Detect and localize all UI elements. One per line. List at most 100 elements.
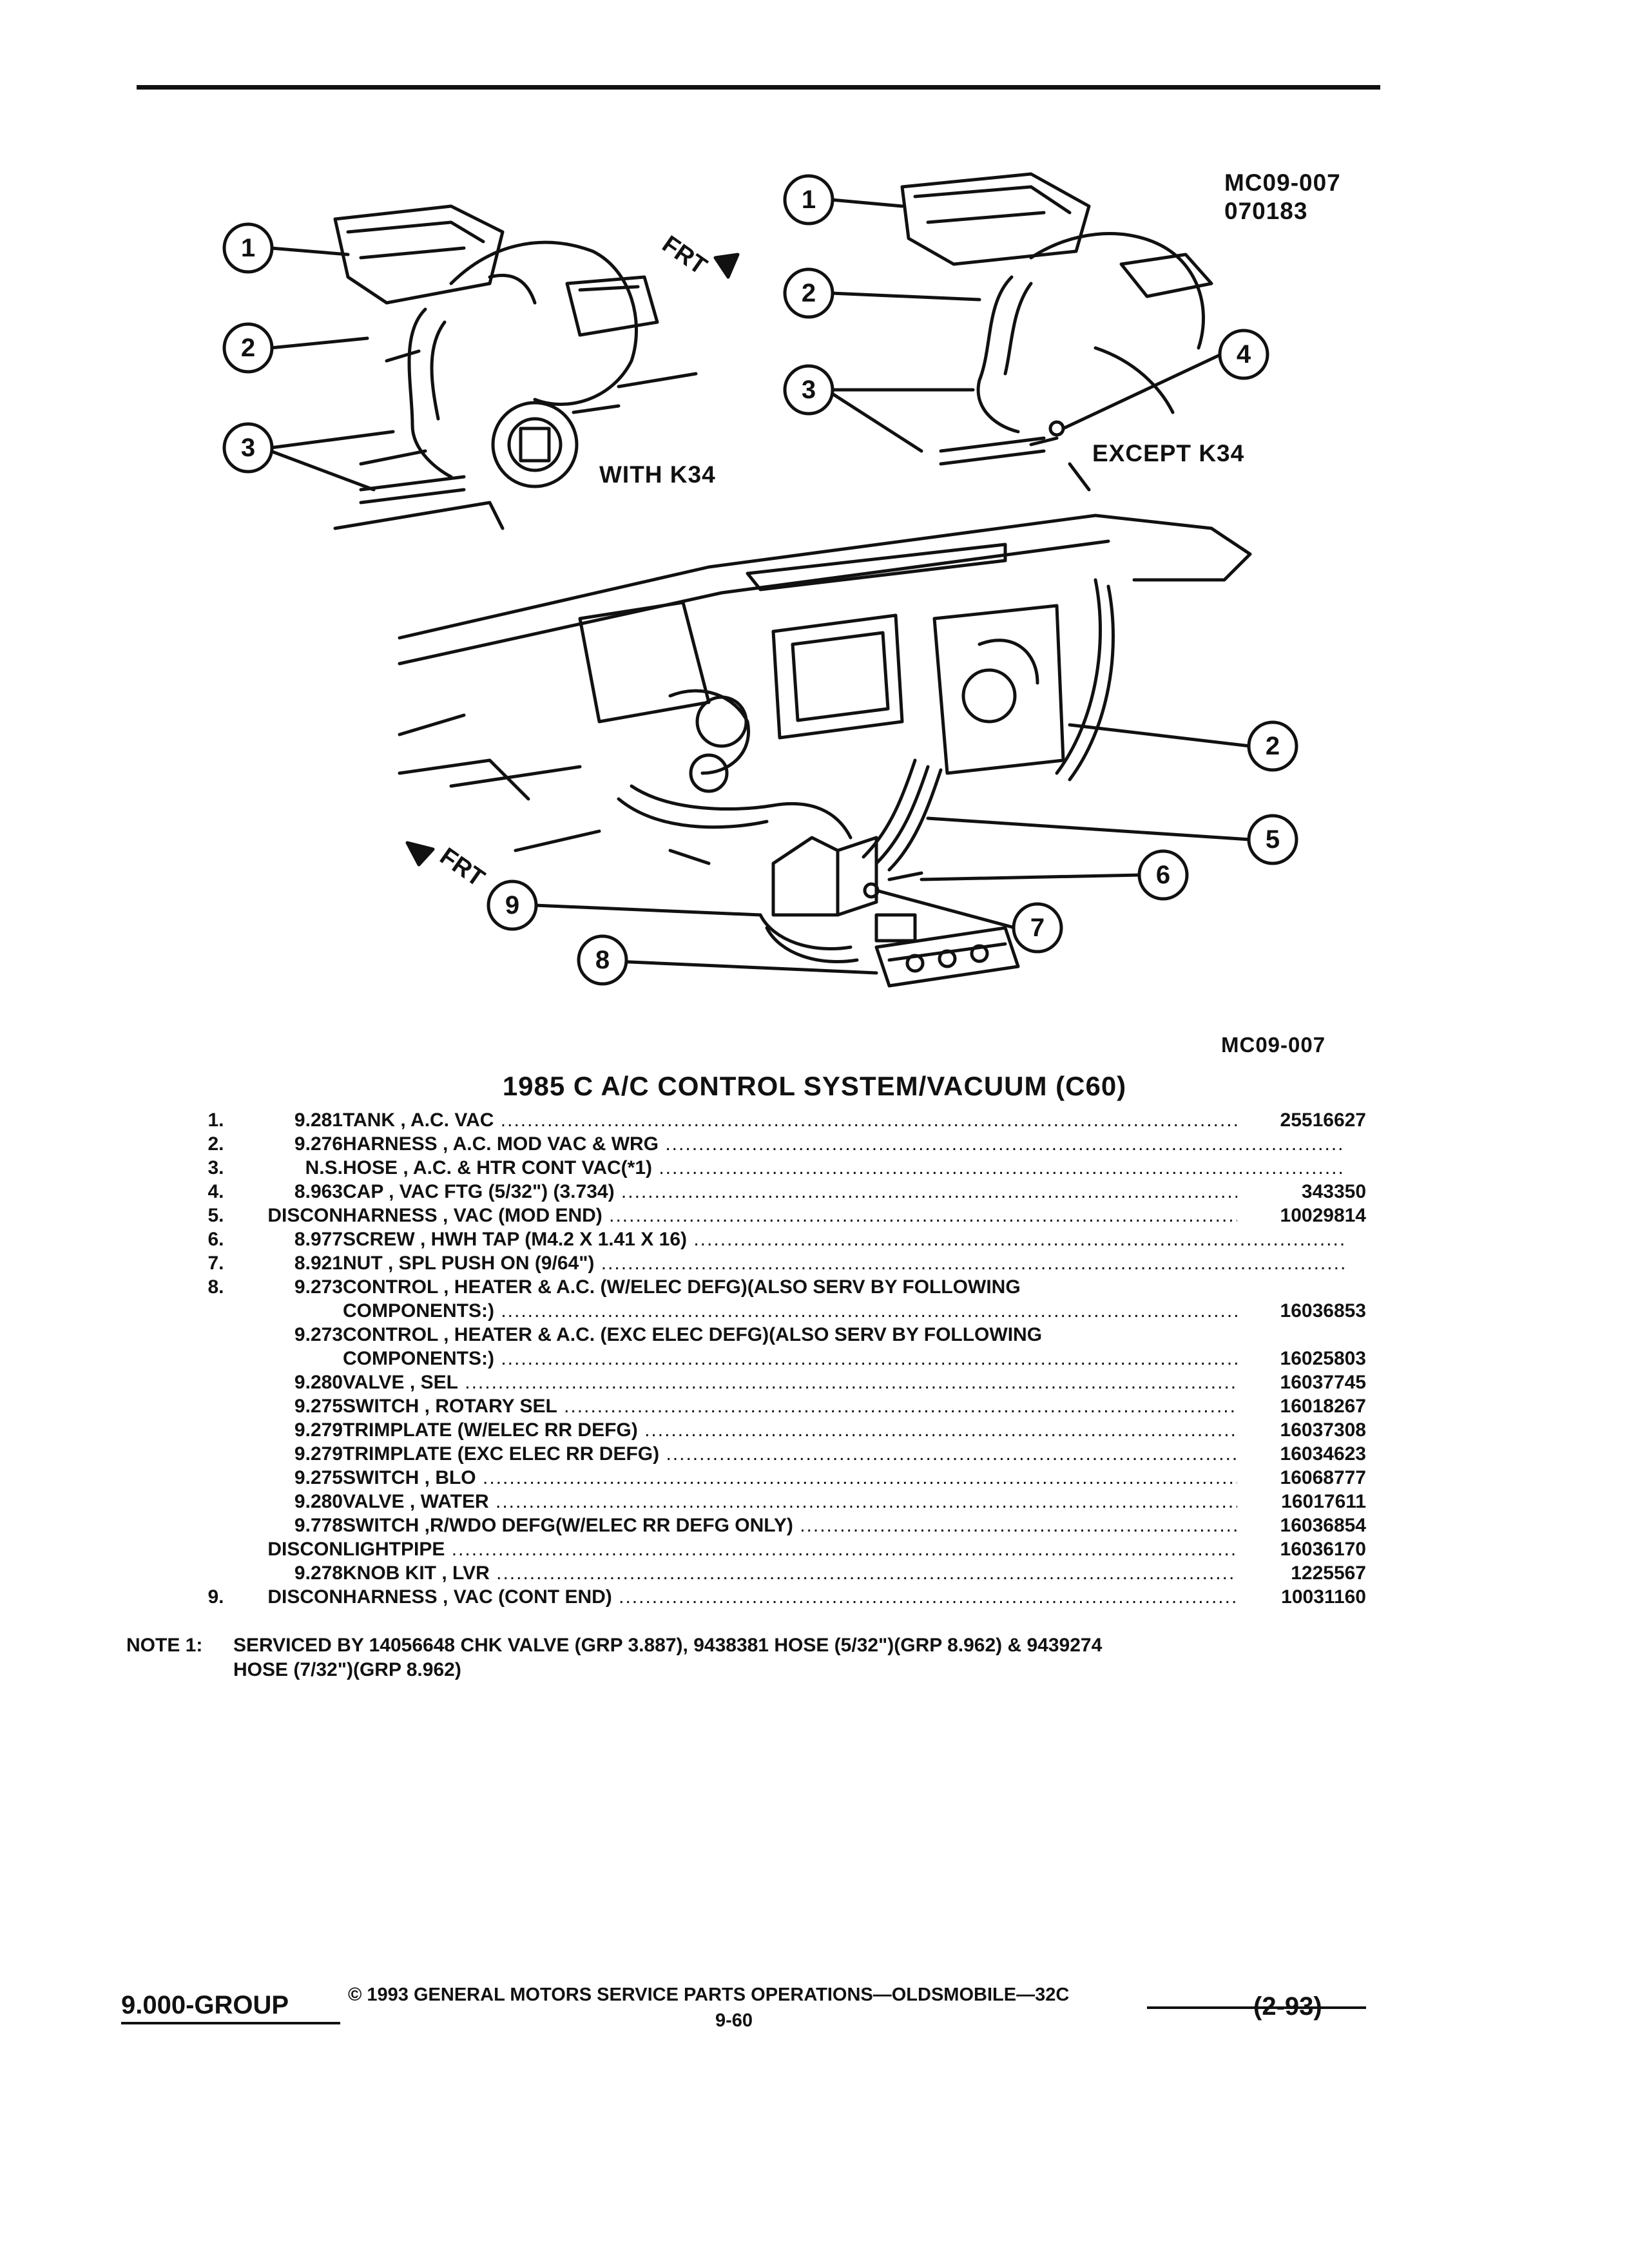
part-description: HARNESS , A.C. MOD VAC & WRG xyxy=(343,1132,1345,1156)
part-number: 16036853 xyxy=(1237,1299,1366,1323)
part-number: 16036854 xyxy=(1237,1514,1366,1537)
footer-date: (2-93) xyxy=(1253,1992,1322,2021)
part-index: 6. xyxy=(207,1229,224,1250)
instrument-panel xyxy=(398,514,1252,988)
note-text: SERVICED BY 14056648 CHK VALVE (GRP 3.88… xyxy=(233,1633,1458,1682)
note-label: NOTE 1: xyxy=(126,1635,203,1656)
callout-2b: 2 xyxy=(802,279,816,307)
frt-arrow-bottom xyxy=(405,841,435,867)
part-description: VALVE , SEL xyxy=(343,1370,1345,1394)
part-group: 9.280 xyxy=(294,1372,343,1393)
parts-row: DISCONLIGHTPIPE16036170 xyxy=(116,1537,1379,1561)
part-group: DISCON xyxy=(267,1539,343,1560)
part-number: 16037745 xyxy=(1237,1370,1366,1394)
part-index: 7. xyxy=(207,1253,224,1274)
figure-code: MC09-007 xyxy=(1224,169,1341,196)
footer-rule-left xyxy=(121,2022,340,2024)
part-description: SWITCH , ROTARY SEL xyxy=(343,1394,1345,1418)
part-description: CONTROL , HEATER & A.C. (EXC ELEC DEFG)(… xyxy=(343,1324,1043,1345)
callout-6: 6 xyxy=(1156,861,1170,889)
callout-3: 3 xyxy=(241,434,255,462)
part-description: KNOB KIT , LVR xyxy=(343,1561,1345,1585)
part-description: SWITCH ,R/WDO DEFG(W/ELEC RR DEFG ONLY) xyxy=(343,1514,1345,1537)
note-line-2: HOSE (7/32")(GRP 8.962) xyxy=(233,1659,461,1680)
callout-4: 4 xyxy=(1237,340,1251,369)
part-index: 4. xyxy=(207,1181,224,1202)
illustration-svg: 1 2 3 1 2 3 4 2 5 6 7 8 9 FRT FRT xyxy=(222,172,1298,988)
part-number: 16037308 xyxy=(1237,1418,1366,1442)
part-index: 9. xyxy=(207,1586,224,1608)
part-index: 2. xyxy=(207,1133,224,1155)
inset-except-k34 xyxy=(900,172,1213,492)
part-group: 9.275 xyxy=(294,1467,343,1488)
footer-copyright: © 1993 GENERAL MOTORS SERVICE PARTS OPER… xyxy=(348,1984,1070,2005)
part-description: LIGHTPIPE xyxy=(343,1537,1345,1561)
part-description: HARNESS , VAC (MOD END) xyxy=(343,1204,1345,1227)
figure-date-code: 070183 xyxy=(1224,198,1308,224)
part-description: COMPONENTS:) xyxy=(343,1347,1345,1370)
callout-1b: 1 xyxy=(802,186,816,214)
part-description: TRIMPLATE (EXC ELEC RR DEFG) xyxy=(343,1442,1345,1466)
part-group: 9.273 xyxy=(294,1276,343,1298)
part-description: TRIMPLATE (W/ELEC RR DEFG) xyxy=(343,1418,1345,1442)
note-line-1: SERVICED BY 14056648 CHK VALVE (GRP 3.88… xyxy=(233,1635,1103,1656)
part-description: SCREW , HWH TAP (M4.2 X 1.41 X 16) xyxy=(343,1227,1345,1251)
part-number: 16017611 xyxy=(1237,1490,1366,1514)
frt-arrow-top xyxy=(713,253,740,279)
footer-rule-right xyxy=(1147,2006,1366,2009)
callout-2: 2 xyxy=(241,334,255,362)
callout-7: 7 xyxy=(1030,914,1045,942)
part-number: 16068777 xyxy=(1237,1466,1366,1490)
frt-label-bottom: FRT xyxy=(435,843,490,892)
part-group: 9.275 xyxy=(294,1396,343,1417)
part-description: TANK , A.C. VAC xyxy=(343,1108,1345,1132)
inset-with-k34 xyxy=(333,204,698,530)
part-number: 16025803 xyxy=(1237,1347,1366,1370)
part-number: 25516627 xyxy=(1237,1108,1366,1132)
part-number: 10029814 xyxy=(1237,1204,1366,1227)
callout-2c: 2 xyxy=(1266,732,1280,760)
callout-numbers: 1 2 3 1 2 3 4 2 5 6 7 8 9 xyxy=(241,186,1280,974)
label-with-k34: WITH K34 xyxy=(599,461,716,488)
part-index: 1. xyxy=(207,1110,224,1131)
part-index: 5. xyxy=(207,1205,224,1226)
footer-page-number: 9-60 xyxy=(715,2010,753,2031)
part-description: HARNESS , VAC (CONT END) xyxy=(343,1585,1345,1609)
part-group: 9.279 xyxy=(294,1419,343,1441)
part-number: 16034623 xyxy=(1237,1442,1366,1466)
part-group: N.S. xyxy=(305,1157,343,1178)
part-number: 16036170 xyxy=(1237,1537,1366,1561)
part-index: 8. xyxy=(207,1276,224,1298)
callout-9: 9 xyxy=(505,891,519,919)
part-description: CONTROL , HEATER & A.C. (W/ELEC DEFG)(AL… xyxy=(343,1276,1021,1298)
part-group: 9.276 xyxy=(294,1133,343,1155)
part-group: 8.921 xyxy=(294,1253,343,1274)
part-description: HOSE , A.C. & HTR CONT VAC(*1) xyxy=(343,1156,1345,1180)
parts-row: 3. N.S.HOSE , A.C. & HTR CONT VAC(*1) xyxy=(116,1156,1379,1180)
part-group: 9.280 xyxy=(294,1491,343,1512)
part-group: 9.273 xyxy=(294,1324,343,1345)
figure-code-bottom: MC09-007 xyxy=(1221,1033,1326,1057)
callout-8: 8 xyxy=(595,946,610,974)
part-group: 8.977 xyxy=(294,1229,343,1250)
part-group: DISCON xyxy=(267,1205,343,1226)
part-group: 9.278 xyxy=(294,1562,343,1584)
leader-lines xyxy=(269,198,1252,975)
part-description: VALVE , WATER xyxy=(343,1490,1345,1514)
part-number: 1225567 xyxy=(1237,1561,1366,1585)
part-group: DISCON xyxy=(267,1586,343,1608)
part-index: 3. xyxy=(207,1157,224,1178)
